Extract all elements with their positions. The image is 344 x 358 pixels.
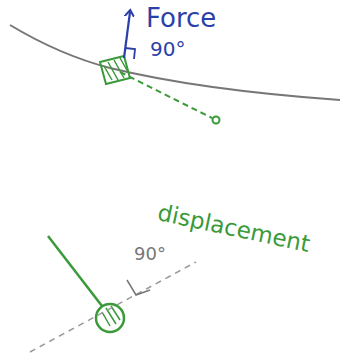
displacement-label: displacement [155,200,312,257]
angle-label: 90° [150,38,185,60]
tangent-line [30,262,196,352]
right-angle-mark [127,280,150,295]
force-label: Force [146,4,216,33]
displacement-end [213,117,220,124]
displacement-line [120,72,212,118]
right-angle-mark [125,48,135,59]
pendulum-string [48,236,102,306]
angle-label: 90° [134,244,166,264]
sliding-box [100,56,130,84]
force-arrow [124,12,130,58]
slope-surface [10,25,340,100]
